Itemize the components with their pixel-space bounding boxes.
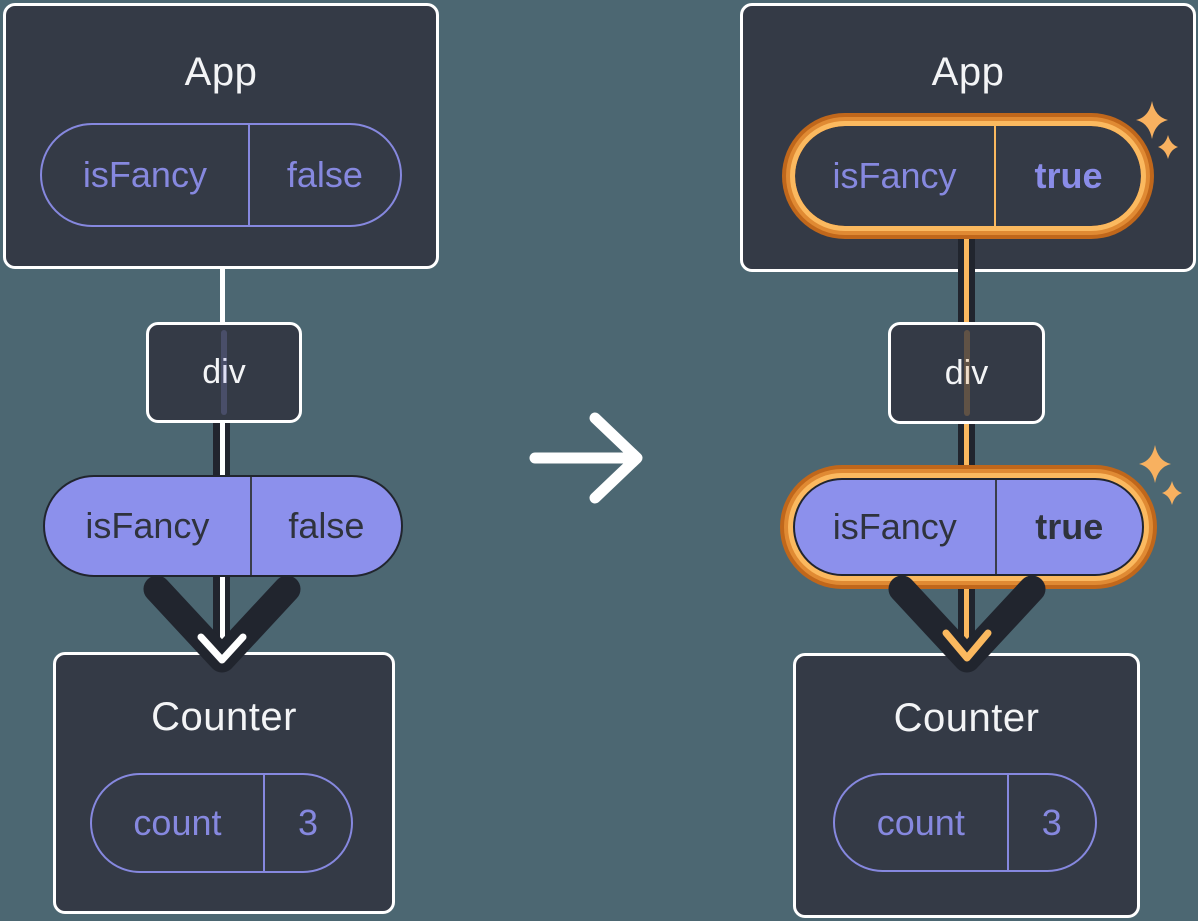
- state-pill-app-left: isFancy false: [40, 123, 402, 227]
- counter-title-left: Counter: [151, 695, 297, 739]
- app-title-left: App: [184, 50, 258, 94]
- state-pill-name: count: [133, 802, 222, 843]
- state-pill-app-right-highlighted: isFancy true: [795, 126, 1141, 226]
- state-pill-name: count: [876, 801, 965, 843]
- div-label-right: div: [944, 353, 989, 392]
- props-pill-right-highlighted: isFancy true: [793, 478, 1144, 576]
- props-pill-value: true: [994, 480, 1142, 574]
- state-pill-name: isFancy: [832, 155, 957, 196]
- ghost-prop-line: [963, 330, 970, 416]
- counter-card-left: Counter count 3: [53, 652, 395, 914]
- counter-card-right: Counter count 3: [793, 653, 1140, 918]
- app-title-right: App: [931, 50, 1005, 94]
- props-pill-left: isFancy false: [43, 475, 403, 577]
- state-pill-counter-right: count 3: [833, 773, 1097, 872]
- state-pill-value: false: [247, 125, 400, 225]
- props-pill-name: isFancy: [832, 506, 957, 547]
- state-pill-value: 3: [262, 775, 351, 871]
- connector-line-app-div-left: [220, 266, 225, 326]
- props-pill-name: isFancy: [85, 505, 210, 546]
- app-card-left: App isFancy false: [3, 3, 439, 269]
- right-arrow-icon: [529, 412, 643, 504]
- sparkle-icon: [1139, 445, 1171, 483]
- div-card-left: div: [146, 322, 302, 423]
- state-pill-counter-left: count 3: [90, 773, 353, 873]
- prop-line-orange-right-upper: [964, 231, 969, 325]
- ghost-prop-line: [221, 330, 227, 415]
- div-label-left: div: [202, 353, 246, 391]
- state-pill-value: 3: [1006, 775, 1095, 870]
- div-card-right: div: [888, 322, 1045, 424]
- props-pill-value: false: [249, 477, 401, 575]
- state-pill-value: true: [993, 126, 1141, 226]
- sparkle-icon: [1162, 481, 1182, 505]
- counter-title-right: Counter: [893, 696, 1040, 740]
- state-pill-name: isFancy: [82, 154, 207, 195]
